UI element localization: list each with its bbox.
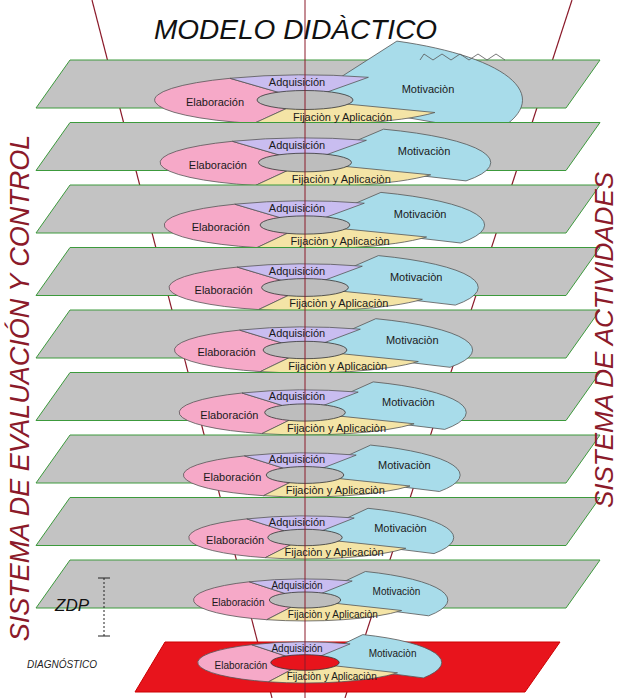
acquisition-sector: Adquisición (269, 202, 325, 214)
side-title: SISTEMA DE EVALUACIÓN Y CONTROL (5, 135, 36, 642)
elaboration-sector: Elaboración (195, 283, 253, 295)
fixation-sector: Fijaciòn y Aplicaciòn (288, 609, 378, 620)
sector-label: Adquisición (269, 516, 325, 528)
elaboration-sector: Elaboración (197, 346, 255, 358)
axis-line (305, 0, 306, 698)
sector-label: Elaboración (197, 346, 255, 358)
sector-label: Elaboración (195, 283, 253, 295)
sector-label: Elaboración (212, 597, 265, 608)
sector-label: Elaboración (200, 408, 258, 420)
zdp-bracket (98, 636, 110, 637)
acquisition-sector: Adquisición (269, 390, 325, 402)
sector-label: Adquisición (269, 265, 325, 277)
sector-label: Motivaciòn (386, 334, 439, 346)
elaboration-sector: Elaboración (189, 158, 247, 170)
elaboration-sector: Elaboración (203, 471, 261, 483)
level-plane (36, 498, 600, 546)
diagnosis-label: DIAGNÓSTICO (27, 659, 97, 670)
acquisition-sector: Adquisición (271, 579, 322, 590)
sector-label: Elaboración (215, 659, 268, 670)
sector-label: Adquisición (269, 202, 325, 214)
sector-label: Elaboración (192, 221, 250, 233)
elaboration-sector: Elaboración (212, 597, 265, 608)
fixation-sector: Fijaciòn y Aplicaciòn (288, 360, 387, 372)
sector-label: Motivaciòn (374, 522, 427, 534)
sector-label: Fijaciòn y Aplicación (293, 111, 392, 123)
elaboration-sector: Elaboración (215, 659, 268, 670)
fixation-sector: Fijaciòn y Aplicación (293, 111, 392, 123)
diagram-title: MODELO DIDÀCTICO (154, 14, 437, 46)
sector-label: Elaboración (206, 533, 264, 545)
sector-label: Motivaciòn (394, 208, 447, 220)
fixation-sector: Fijaciòn y Aplicaciòn (286, 484, 385, 496)
sector-label: Motivaciòn (398, 145, 451, 157)
motivation-sector: Motivaciòn (394, 208, 447, 220)
acquisition-sector: Adquisición (269, 265, 325, 277)
sector-label: Elaboración (203, 471, 261, 483)
sector-label: Adquisición (269, 453, 325, 465)
acquisition-sector: Adquisición (271, 642, 322, 653)
sector-label: Adquisición (269, 76, 325, 88)
side-title: SISTEMA DE ACTIVIDADES (589, 172, 620, 508)
level-plane (36, 373, 600, 421)
elaboration-sector: Elaboración (200, 408, 258, 420)
acquisition-sector: Adquisición (269, 139, 325, 151)
motivation-sector: Motivaciòn (390, 271, 443, 283)
acquisition-sector: Adquisición (269, 453, 325, 465)
sector-label: Fijaciòn y Aplicaciòn (292, 173, 391, 185)
fixation-sector: Fijaciòn y Aplicaciòn (285, 546, 384, 558)
sector-label: Fijaciòn y Aplicaciòn (291, 235, 390, 247)
sector-label: Fijaciòn y Aplicaciòn (288, 360, 387, 372)
motivation-sector: Motivaciòn (386, 334, 439, 346)
zdp-bracket (104, 578, 105, 636)
motivation-sector: Motivaciòn (374, 522, 427, 534)
level-plane (36, 560, 600, 608)
sector-label: Adquisición (271, 579, 322, 590)
fixation-sector: Fijaciòn y Aplicaciòn (292, 173, 391, 185)
sector-label: Fijaciòn y Aplicaciòn (288, 609, 378, 620)
fixation-sector: Fijaciòn y Aplicaciòn (291, 235, 390, 247)
elaboration-sector: Elaboración (206, 533, 264, 545)
level-plane (36, 435, 600, 483)
elaboration-sector: Elaboración (192, 221, 250, 233)
sector-label: Elaboración (189, 158, 247, 170)
spiral-edge (420, 54, 505, 60)
elaboration-sector: Elaboración (186, 96, 244, 108)
sector-label: Fijaciòn y Aplicaciòn (289, 297, 388, 309)
motivation-sector: Motivaciòn (382, 396, 435, 408)
motivation-sector: Motivaciòn (398, 145, 451, 157)
sector-label: Motivaciòn (378, 459, 431, 471)
fixation-sector: Fijaciòn y Aplicaciòn (287, 422, 386, 434)
motivation-sector: Motivaciòn (373, 585, 421, 596)
level-plane (36, 310, 600, 358)
sector-label: Adquisición (269, 327, 325, 339)
sector-label: Adquisición (269, 390, 325, 402)
motivation-sector: Motivaciòn (402, 83, 455, 95)
motivation-sector: Motivaciòn (378, 459, 431, 471)
zone-label: ZDP (55, 596, 89, 616)
acquisition-sector: Adquisición (269, 327, 325, 339)
sector-label: Motivaciòn (373, 585, 421, 596)
sector-label: Fijaciòn y Aplicaciòn (285, 546, 384, 558)
sector-label: Fijaciòn y Aplicaciòn (286, 484, 385, 496)
sector-label: Motivaciòn (402, 83, 455, 95)
sector-label: Adquisición (271, 642, 322, 653)
motivation-sector: Motivaciòn (369, 648, 417, 659)
level-plane (36, 248, 600, 296)
fixation-sector: Fijaciòn y Aplicaciòn (289, 297, 388, 309)
sector-label: Motivaciòn (382, 396, 435, 408)
sector-label: Motivaciòn (390, 271, 443, 283)
sector-label: Fijaciòn y Aplicaciòn (287, 422, 386, 434)
sector-label: Elaboración (186, 96, 244, 108)
acquisition-sector: Adquisición (269, 516, 325, 528)
sector-label: Motivaciòn (369, 648, 417, 659)
sector-label: Fijaciòn y Aplicaciòn (287, 671, 377, 682)
zdp-bracket (98, 578, 110, 579)
fixation-sector: Fijaciòn y Aplicaciòn (287, 671, 377, 682)
acquisition-sector: Adquisición (269, 76, 325, 88)
sector-label: Adquisición (269, 139, 325, 151)
